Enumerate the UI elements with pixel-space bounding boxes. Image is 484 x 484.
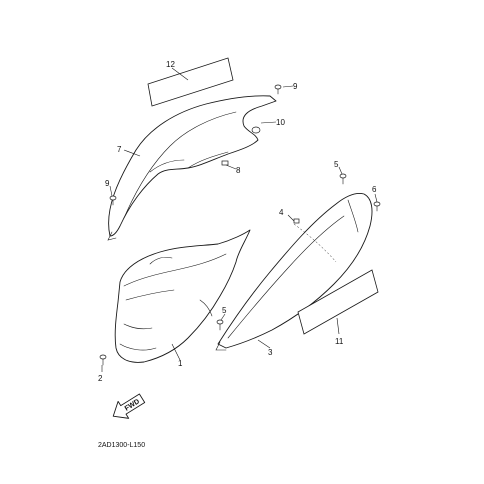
callout-5a: 5 — [334, 160, 339, 169]
callout-1: 1 — [178, 359, 183, 368]
leader-lines — [101, 67, 378, 372]
callout-3: 3 — [268, 348, 273, 357]
part-1-lower-cover — [114, 229, 251, 363]
callout-10: 10 — [276, 118, 285, 127]
part-6-bolt — [373, 201, 381, 212]
callout-7: 7 — [117, 145, 122, 154]
fwd-arrow: FWD — [112, 393, 146, 419]
callout-5b: 5 — [222, 306, 227, 315]
callout-9b: 9 — [105, 179, 110, 188]
callout-8: 8 — [236, 166, 241, 175]
part-3-side-panel — [215, 193, 373, 351]
callout-4: 4 — [279, 208, 284, 217]
part-11-sticker — [297, 269, 379, 335]
callout-6: 6 — [372, 185, 377, 194]
part-12-sticker — [147, 57, 234, 107]
part-5b-bolt — [216, 319, 224, 331]
callout-12: 12 — [166, 60, 175, 69]
part-4-clip — [293, 218, 300, 224]
callout-11: 11 — [335, 337, 344, 346]
part-8-nut — [221, 160, 229, 166]
callout-2: 2 — [98, 374, 103, 383]
callout-9a: 9 — [293, 82, 298, 91]
part-9a-screw — [274, 84, 282, 95]
part-10-grommet — [251, 126, 261, 134]
part-9b-screw — [109, 195, 117, 206]
part-5a-bolt — [339, 173, 347, 185]
diagram-code: 2AD1300-L150 — [98, 442, 145, 449]
part-7-upper-cover — [107, 95, 277, 241]
part-2-screw — [99, 354, 107, 366]
